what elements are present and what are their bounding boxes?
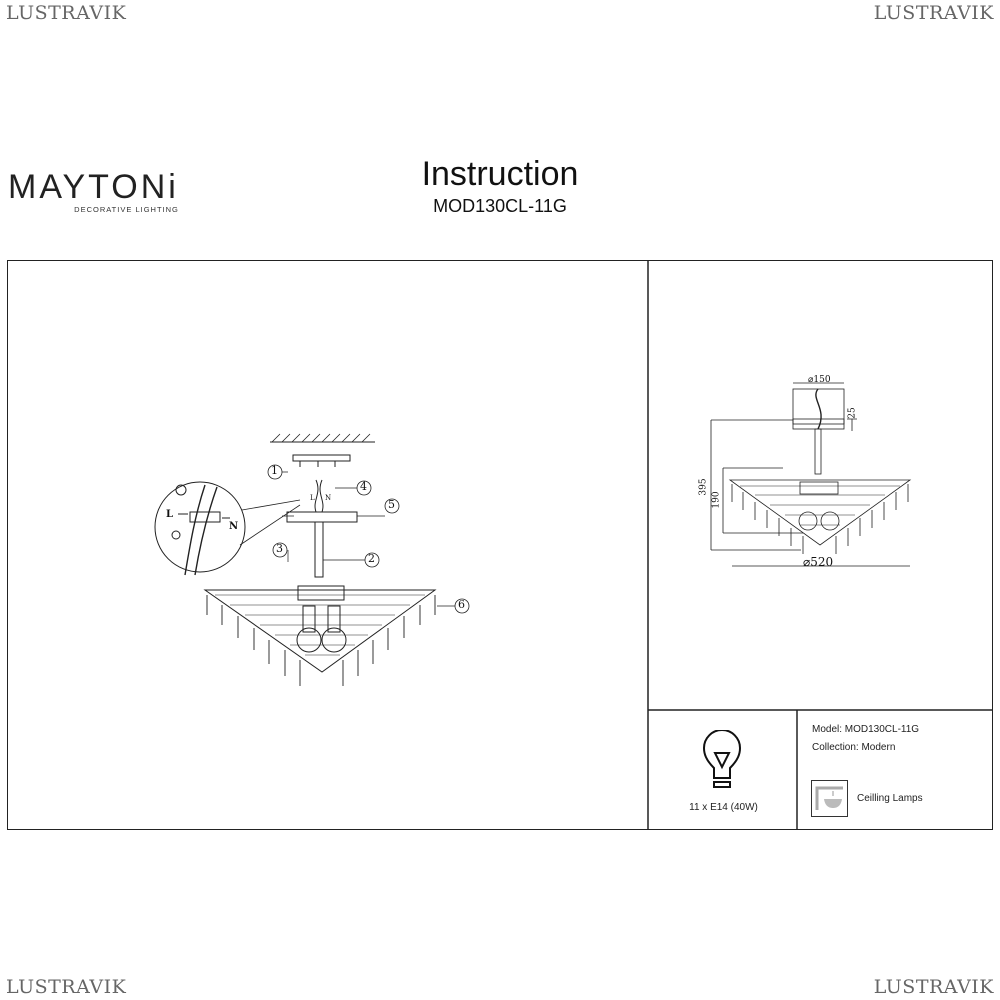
callout-3: 3 <box>276 542 283 555</box>
callout-5: 5 <box>388 498 395 511</box>
dim-body-height: 190 <box>711 491 722 509</box>
dim-total-height: 395 <box>698 478 709 496</box>
rod <box>314 521 324 578</box>
category-info: Ceilling Lamps <box>857 793 923 804</box>
wiring-detail-inset <box>154 481 246 573</box>
canopy <box>286 511 358 523</box>
bulb-spec: 11 x E14 (40W) <box>689 802 758 813</box>
brand-tagline: DECORATIVE LIGHTING <box>74 205 179 214</box>
callout-4: 4 <box>360 480 367 493</box>
model-code: MOD130CL-11G <box>433 196 567 216</box>
instruction-frame <box>7 260 993 830</box>
canopy-label-neutral: N <box>325 494 332 502</box>
model-info: Model: MOD130CL-11G <box>812 724 920 735</box>
brand-logo: MAYTONi DECORATIVE LIGHTING <box>8 168 179 214</box>
light-bulb-icon <box>702 730 742 788</box>
page-title: Instruction <box>421 155 579 193</box>
callout-markers <box>267 464 470 614</box>
watermark-bottom-right: LUSTRAVIK <box>873 976 994 998</box>
callout-6: 6 <box>458 598 465 611</box>
dim-diameter: ⌀520 <box>803 555 834 569</box>
assembly-drawing <box>154 433 437 686</box>
canopy-label-live: L <box>310 494 315 502</box>
ceiling-lamp-icon <box>811 780 848 817</box>
dim-top-diameter: ⌀150 <box>808 375 831 385</box>
mounting-bracket <box>292 454 351 462</box>
watermark-top-right: LUSTRAVIK <box>873 2 994 24</box>
dim-canopy-height: 25 <box>847 407 858 419</box>
dimension-drawing <box>710 382 912 567</box>
watermark-bottom-left: LUSTRAVIK <box>6 976 127 998</box>
wire-label-neutral: N <box>229 521 239 532</box>
collection-info: Collection: Modern <box>812 742 896 753</box>
brand-name: MAYTONi <box>8 168 179 206</box>
watermark-top-left: LUSTRAVIK <box>6 2 127 24</box>
wire-label-live: L <box>166 509 174 520</box>
callout-1: 1 <box>271 464 278 477</box>
callout-2: 2 <box>368 552 375 565</box>
